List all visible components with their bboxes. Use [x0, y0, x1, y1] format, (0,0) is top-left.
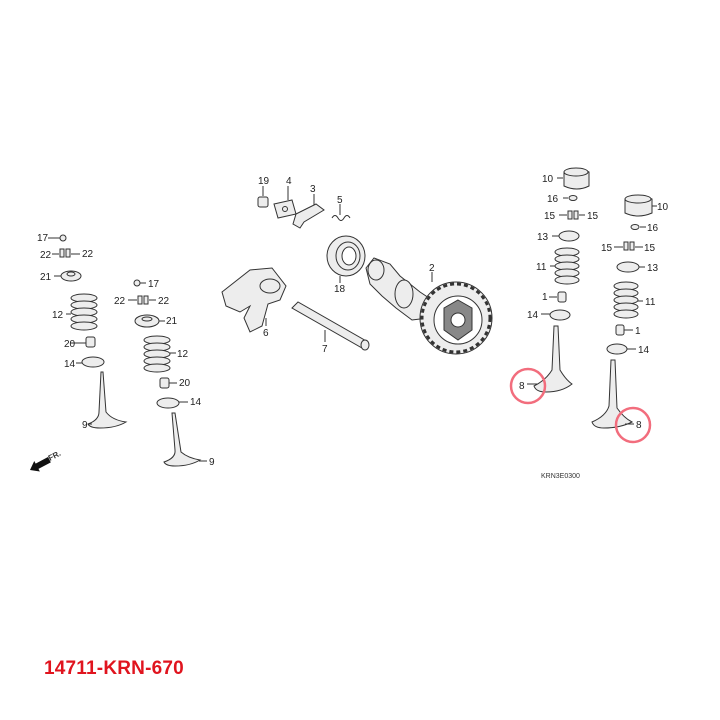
label-14: 14 [190, 397, 202, 408]
label-9: 9 [82, 420, 88, 431]
label-9: 9 [209, 457, 215, 468]
label-11: 11 [645, 297, 656, 308]
label-14: 14 [527, 310, 539, 321]
front-direction-label: FR. [47, 449, 63, 463]
diagram-ref-code: KRN3E0300 [541, 473, 580, 480]
label-17: 17 [148, 279, 160, 290]
label-17: 17 [37, 233, 49, 244]
label-16: 16 [647, 223, 659, 234]
label-13: 13 [537, 232, 549, 243]
front-direction-arrow-icon [30, 457, 51, 472]
highlight-circle-8a [509, 367, 547, 405]
valve-assembly-left-b [128, 279, 207, 467]
label-1: 1 [635, 326, 641, 337]
sprocket-icon [419, 281, 493, 355]
bearing-icon [326, 235, 366, 277]
spring-icon [70, 293, 98, 331]
label-13: 13 [647, 263, 659, 274]
label-15: 15 [544, 211, 556, 222]
label-20: 20 [64, 339, 76, 350]
label-4: 4 [286, 176, 292, 187]
label-14: 14 [64, 359, 76, 370]
label-15: 15 [587, 211, 599, 222]
label-10: 10 [542, 174, 554, 185]
label-16: 16 [547, 194, 559, 205]
label-5: 5 [337, 195, 343, 206]
label-14: 14 [638, 345, 650, 356]
label-12: 12 [52, 310, 64, 321]
label-2: 2 [429, 263, 435, 274]
valve-assembly-right-c [527, 167, 590, 393]
spring-icon [143, 335, 171, 373]
valve-assembly-right-d [591, 194, 657, 429]
label-22: 22 [40, 250, 52, 261]
label-6: 6 [263, 328, 269, 339]
part-number-title: 14711-KRN-670 [44, 658, 184, 679]
label-22: 22 [158, 296, 170, 307]
label-10: 10 [657, 202, 669, 213]
label-22: 22 [114, 296, 126, 307]
camshaft-group [365, 257, 493, 355]
spring-icon [554, 247, 580, 285]
label-21: 21 [166, 316, 178, 327]
rocker-arm-group [221, 186, 370, 351]
label-8: 8 [636, 420, 642, 431]
label-15: 15 [644, 243, 656, 254]
label-1: 1 [542, 292, 548, 303]
spring-icon [613, 281, 639, 319]
label-20: 20 [179, 378, 191, 389]
label-12: 12 [177, 349, 189, 360]
label-18: 18 [334, 284, 346, 295]
highlight-circle-8b [614, 406, 652, 444]
label-19: 19 [258, 176, 270, 187]
valve-assembly-left-a [48, 234, 128, 429]
label-21: 21 [40, 272, 52, 283]
label-15: 15 [601, 243, 613, 254]
label-7: 7 [322, 344, 328, 355]
label-8: 8 [519, 381, 525, 392]
label-11: 11 [536, 262, 547, 273]
label-22: 22 [82, 249, 94, 260]
label-3: 3 [310, 184, 316, 195]
